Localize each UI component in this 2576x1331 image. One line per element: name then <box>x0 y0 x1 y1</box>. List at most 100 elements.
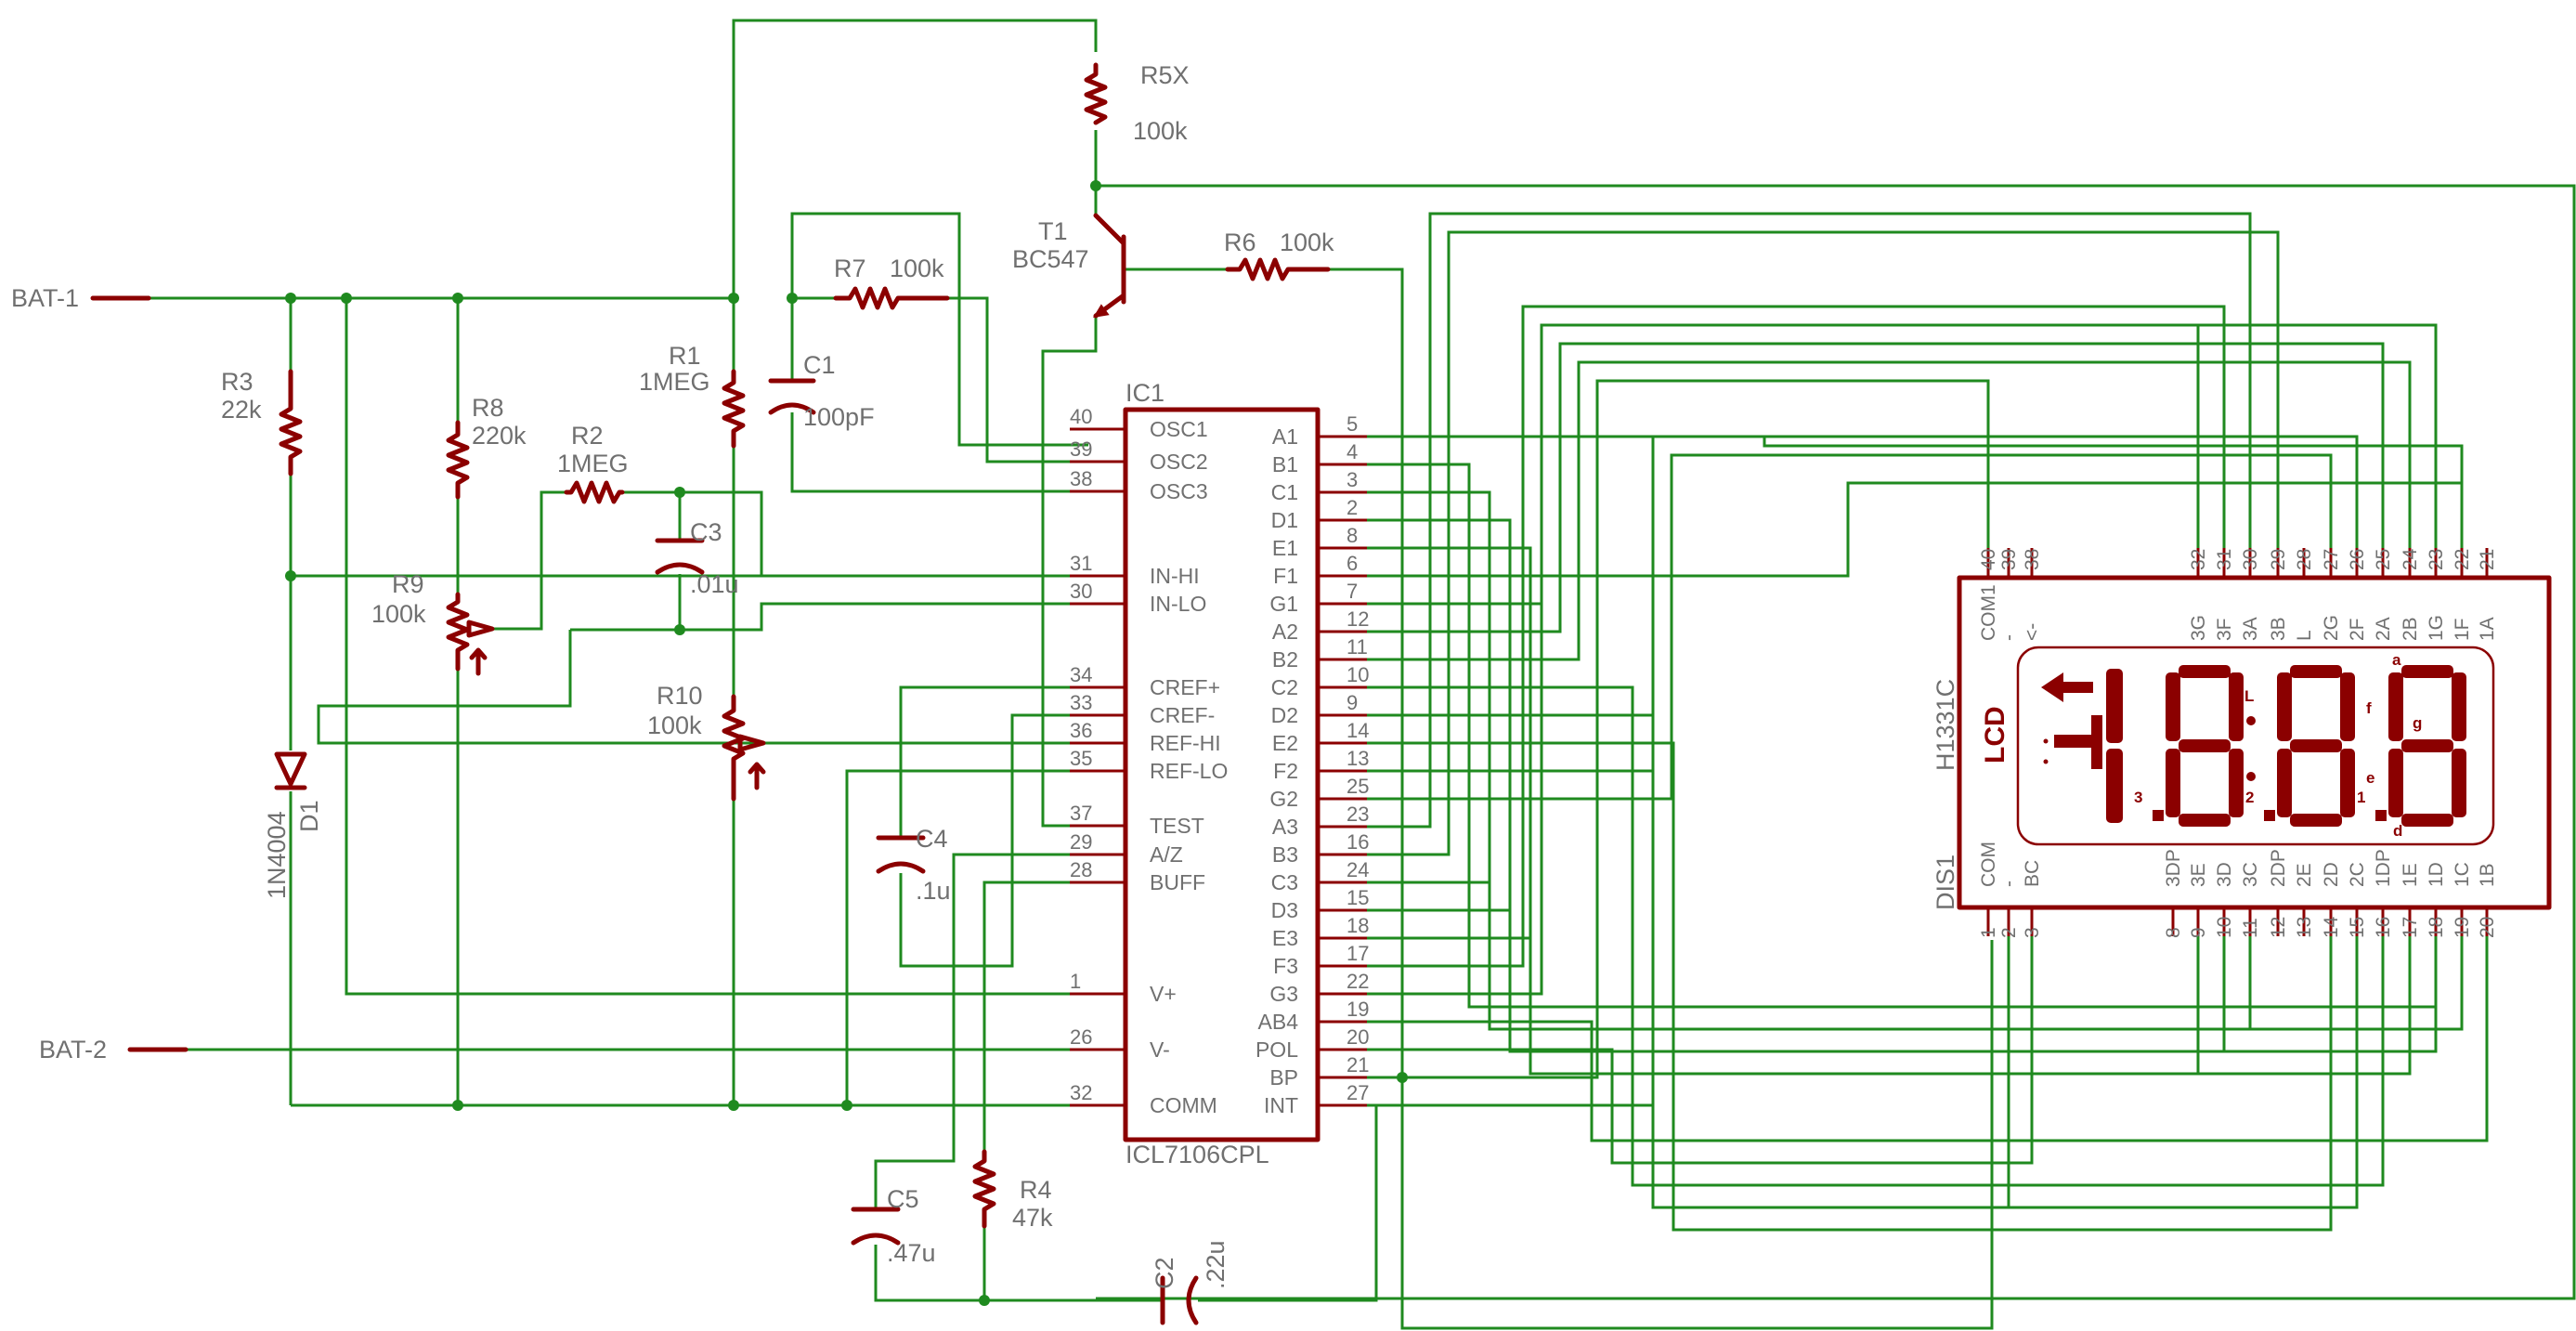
resistor-r5x: R5X 100k <box>1084 61 1190 145</box>
segment-wire <box>1367 481 2464 578</box>
lcd-pin-name: <- <box>2022 623 2043 641</box>
lcd-pin-number: 24 <box>2400 548 2421 570</box>
segment-wire <box>1367 713 2359 1209</box>
lcd-segment <box>2229 672 2244 741</box>
segment-wire <box>1367 212 2252 829</box>
ic1-pin-number: 34 <box>1070 663 1092 686</box>
t1-value: BC547 <box>1012 245 1089 273</box>
lcd-type-label: LCD <box>1980 706 2010 763</box>
lcd-pin-number: 26 <box>2347 549 2368 570</box>
ic1-pin-number: 30 <box>1070 580 1092 603</box>
ic1-pin-name: V+ <box>1150 982 1177 1006</box>
r3-value: 22k <box>221 396 262 424</box>
resistor-r4: R4 47k <box>972 1149 1053 1232</box>
ic1-pin-number: 35 <box>1070 747 1092 770</box>
ic1-pin-name: AB4 <box>1258 1010 1299 1034</box>
lcd-pin-name: 2DP <box>2268 849 2289 887</box>
ic1-pin-name: D1 <box>1271 508 1298 532</box>
ic1-pin-number: 23 <box>1347 803 1369 826</box>
lcd-pin-name: COM <box>1978 842 1999 887</box>
c1-name: C1 <box>803 351 836 379</box>
lcd-segment <box>2179 814 2231 827</box>
lcd-pin-name: 3C <box>2240 862 2261 887</box>
colon-dot <box>2246 716 2256 725</box>
segment-wire <box>1367 453 2333 801</box>
ic1-pin-number: 8 <box>1347 524 1358 547</box>
ic1-pin-number: 7 <box>1347 580 1358 603</box>
r9-value: 100k <box>371 600 426 628</box>
lcd-segment <box>2388 672 2403 741</box>
segment-label-g: g <box>2413 714 2422 732</box>
dp-label-1: 1 <box>2357 789 2365 806</box>
capacitor-c1: C1 100pF <box>768 351 875 431</box>
ic1-pin-name: CREF- <box>1150 703 1215 727</box>
lcd-pin-name: 3DP <box>2163 849 2184 887</box>
lcd-pin-number: 23 <box>2426 549 2447 570</box>
c5-value: .47u <box>887 1239 936 1267</box>
ic1-pin-number: 36 <box>1070 719 1092 742</box>
lcd-pin-name: 1DP <box>2373 849 2394 887</box>
lcd-pin-name: 1B <box>2477 863 2498 887</box>
r9-name: R9 <box>392 570 424 598</box>
c1-value: 100pF <box>803 403 875 431</box>
lcd-segment <box>2290 814 2342 827</box>
lcd-pin-number: 14 <box>2321 916 2342 938</box>
ic1-pin-name: OSC1 <box>1150 417 1208 441</box>
ic1-pin-number: 16 <box>1347 830 1369 854</box>
segment-wire <box>1367 936 2034 1165</box>
lcd-pin-number: 17 <box>2400 917 2421 938</box>
bat2-terminal: BAT-2 <box>39 1036 189 1063</box>
lcd-segment <box>2179 665 2231 678</box>
t1-name: T1 <box>1038 217 1068 245</box>
r8-value: 220k <box>472 422 527 450</box>
ic1-left-pins: 40OSC139OSC238OSC331IN-HI30IN-LO34CREF+3… <box>1070 405 1228 1117</box>
diode-d1: 1N4004 D1 <box>263 751 323 899</box>
segment-wire <box>1367 305 2226 968</box>
ic1-pin-number: 27 <box>1347 1081 1369 1104</box>
ic1-pin-name: CREF+ <box>1150 675 1220 699</box>
ic1-pin-number: 18 <box>1347 914 1369 937</box>
capacitor-c5: C5 .47u <box>851 1185 936 1267</box>
lcd-segment <box>2401 739 2453 752</box>
lcd-segment <box>2106 669 2123 743</box>
lcd-pin-number: 3 <box>2022 927 2043 938</box>
lcd-pin-name: 3D <box>2214 862 2235 887</box>
segment-label-e: e <box>2366 769 2374 787</box>
lcd-pin-number: 19 <box>2452 917 2473 938</box>
ic1-right-pins: 5A14B13C12D18E16F17G112A211B210C29D214E2… <box>1255 412 1370 1117</box>
ic1-pin-name: F1 <box>1273 564 1298 588</box>
r7-name: R7 <box>834 254 866 282</box>
lcd-segment <box>2106 749 2123 823</box>
r3-name: R3 <box>221 368 254 396</box>
lcd-pin-name: 1D <box>2426 862 2447 887</box>
segment-wire <box>1367 435 2464 548</box>
lcd-pin-name: 2F <box>2347 618 2368 641</box>
lcd-pin-number: 25 <box>2373 549 2394 570</box>
arrow-left-icon <box>2041 672 2093 702</box>
lcd-pin-name: 3E <box>2188 863 2209 887</box>
segment-label-b: b <box>2457 709 2466 726</box>
segment-label-f: f <box>2366 699 2372 717</box>
segment-wire <box>1367 936 2200 1076</box>
ic1-pin-name: OSC2 <box>1150 450 1208 474</box>
lcd-pin-number: 9 <box>2188 927 2209 938</box>
lcd-pin-number: 21 <box>2477 549 2498 570</box>
segment-wire <box>1367 342 2385 633</box>
r4-value: 47k <box>1012 1204 1053 1232</box>
lcd-pin-name: 2D <box>2321 862 2342 887</box>
c2-value: .22u <box>1202 1240 1229 1289</box>
c4-value: .1u <box>916 877 951 905</box>
lcd-segment <box>2179 739 2231 752</box>
ic1-pin-name: A3 <box>1272 815 1298 839</box>
segment-wire <box>1367 685 2385 1187</box>
lcd-pin-number: 20 <box>2477 917 2498 938</box>
lcd-pin-name: 1E <box>2400 863 2421 887</box>
ic1-pin-number: 22 <box>1347 970 1369 993</box>
lcd-pin-name: 3A <box>2240 617 2261 641</box>
r6-value: 100k <box>1280 228 1334 256</box>
lcd-pin-number: 27 <box>2321 549 2342 570</box>
capacitor-c3: C3 .01u <box>655 518 739 598</box>
resistor-r1: R1 1MEG <box>639 342 746 449</box>
minus-segment-icon <box>2054 735 2097 748</box>
ic1-pin-name: C1 <box>1271 480 1298 504</box>
